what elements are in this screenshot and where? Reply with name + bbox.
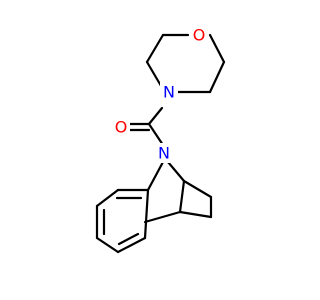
bond-carbonyl-c-morpholine-n	[147, 106, 164, 126]
bond-bridgehead-lower-to-upper	[178, 179, 186, 214]
morpholine-oxygen-label: O	[193, 26, 206, 45]
bond-carbonyl-c-bridge-n	[147, 122, 165, 147]
bridge-nitrogen-label: N	[158, 144, 170, 163]
bond-bridgehead-right-ch2	[182, 179, 213, 199]
bond-bridgehead-lower-aryl	[143, 210, 182, 224]
carbonyl-oxygen-label: O	[115, 118, 128, 137]
bond-bridge-n-bridgehead-right	[166, 160, 186, 183]
bond-ch2-bridgehead-lower	[178, 210, 213, 219]
structure-diagram: O N O N	[95, 25, 226, 254]
bond-morpholine-o-c3	[208, 33, 226, 64]
morpholine-nitrogen-label: N	[163, 83, 175, 102]
bond-aryl-6-1	[143, 188, 150, 240]
bond-aryl-2-3	[95, 188, 120, 208]
morpholine-nitrogen-bg	[160, 82, 178, 102]
bond-morpholine-c1-c2	[145, 33, 165, 64]
bridge-nitrogen-bg	[155, 143, 173, 163]
carbonyl-oxygen-bg	[112, 117, 130, 137]
molecule-drawing: O N O N	[95, 25, 226, 254]
bond-aryl-4-5	[95, 236, 120, 254]
bond-aryl-inner-3	[117, 232, 140, 246]
morpholine-oxygen-bg	[190, 25, 208, 45]
bond-aryl-5-6	[116, 236, 147, 254]
bond-bridge-n-bridgehead-left	[146, 160, 165, 192]
bond-morpholine-c3-c4	[208, 60, 226, 94]
